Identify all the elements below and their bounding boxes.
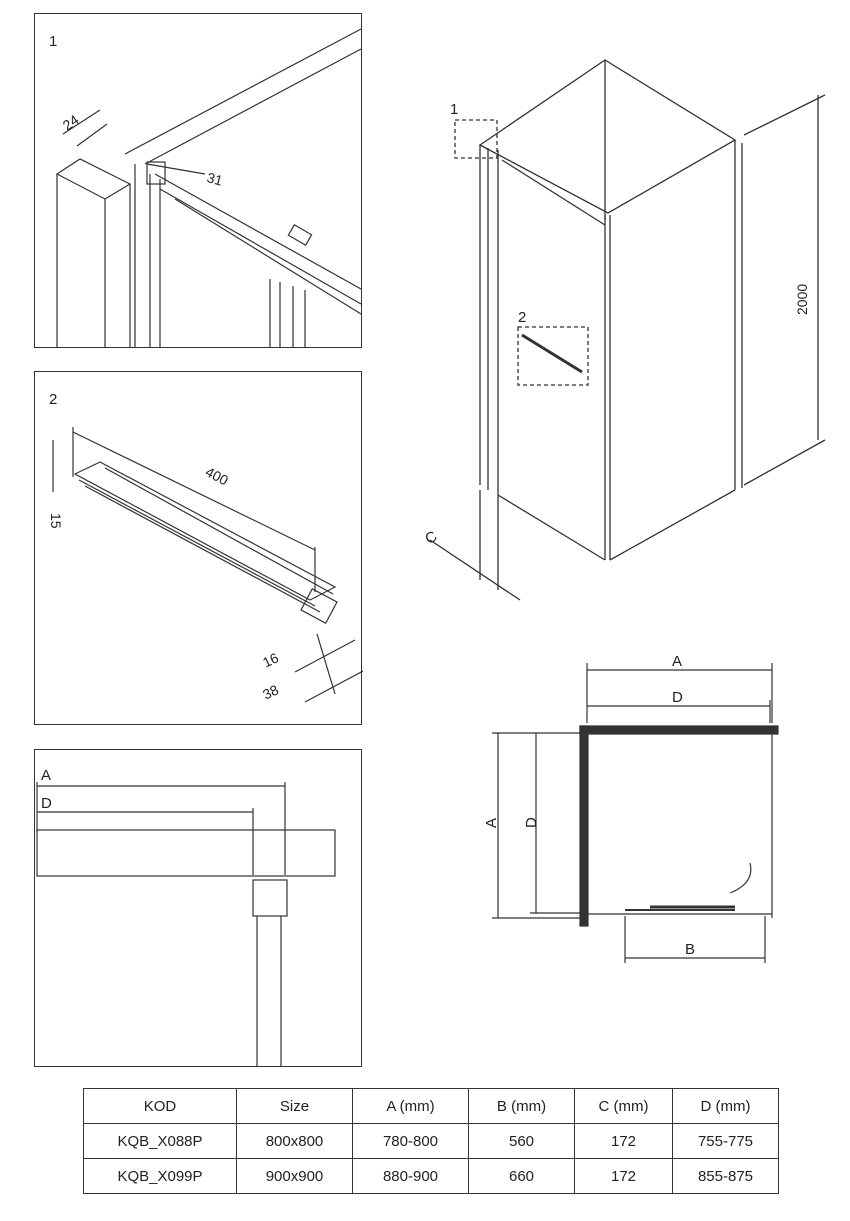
detail-2-drawing: 2 400 15 16 38: [48, 391, 363, 703]
detail-2-dim-16: 16: [260, 649, 281, 670]
detail-1-dim-24: 24: [60, 111, 82, 133]
col-header-c: C (mm): [574, 1088, 673, 1124]
col-header-kod: KOD: [83, 1088, 237, 1124]
cell-d: 855-875: [672, 1158, 779, 1194]
callout-2: 2: [518, 309, 526, 326]
cell-a: 880-900: [352, 1158, 469, 1194]
detail-3-drawing: A D: [36, 767, 336, 1066]
plan-dim-a-top: A: [672, 653, 682, 670]
plan-dim-a-left: A: [483, 818, 500, 828]
cell-d: 755-775: [672, 1123, 779, 1159]
detail-2-dim-400: 400: [203, 463, 231, 488]
cell-c: 172: [574, 1123, 673, 1159]
cell-kod: KQB_X088P: [83, 1123, 237, 1159]
plan-dim-d-left: D: [523, 817, 540, 828]
col-header-d: D (mm): [672, 1088, 779, 1124]
detail-panel-1: 1: [34, 13, 362, 348]
col-header-a: A (mm): [352, 1088, 469, 1124]
table-row: KQB_X099P 900x900 880-900 660 172 855-87…: [83, 1158, 779, 1194]
callout-1: 1: [450, 101, 458, 118]
cell-a: 780-800: [352, 1123, 469, 1159]
detail-2-dim-15: 15: [48, 513, 64, 529]
cell-size: 800x800: [236, 1123, 353, 1159]
cell-size: 900x900: [236, 1158, 353, 1194]
table-row: KQB_X088P 800x800 780-800 560 172 755-77…: [83, 1123, 779, 1159]
detail-3-dim-a: A: [41, 767, 51, 784]
plan-dim-b: B: [685, 941, 695, 958]
detail-panel-3: A D: [34, 749, 362, 1067]
detail-3-dim-d: D: [41, 795, 52, 812]
cell-b: 660: [468, 1158, 575, 1194]
spec-table: KOD Size A (mm) B (mm) C (mm) D (mm) KQB…: [83, 1088, 779, 1194]
col-header-size: Size: [236, 1088, 353, 1124]
table-header-row: KOD Size A (mm) B (mm) C (mm) D (mm): [83, 1088, 779, 1124]
cell-kod: KQB_X099P: [83, 1158, 237, 1194]
detail-2-dim-38: 38: [260, 681, 281, 702]
cell-b: 560: [468, 1123, 575, 1159]
height-dim: 2000: [794, 284, 810, 315]
plan-dim-d-top: D: [672, 689, 683, 706]
detail-panel-2: 2 400 15 16 38: [34, 371, 363, 725]
detail-1-drawing: 1: [49, 28, 362, 347]
plan-view-drawing: A D A D B: [483, 653, 779, 963]
col-header-b: B (mm): [468, 1088, 575, 1124]
detail-1-dim-31: 31: [205, 169, 224, 189]
cell-c: 172: [574, 1158, 673, 1194]
cabin-isometric-drawing: 1 2 2000 C: [422, 59, 826, 601]
detail-2-label: 2: [49, 391, 57, 408]
detail-1-label: 1: [49, 33, 57, 50]
